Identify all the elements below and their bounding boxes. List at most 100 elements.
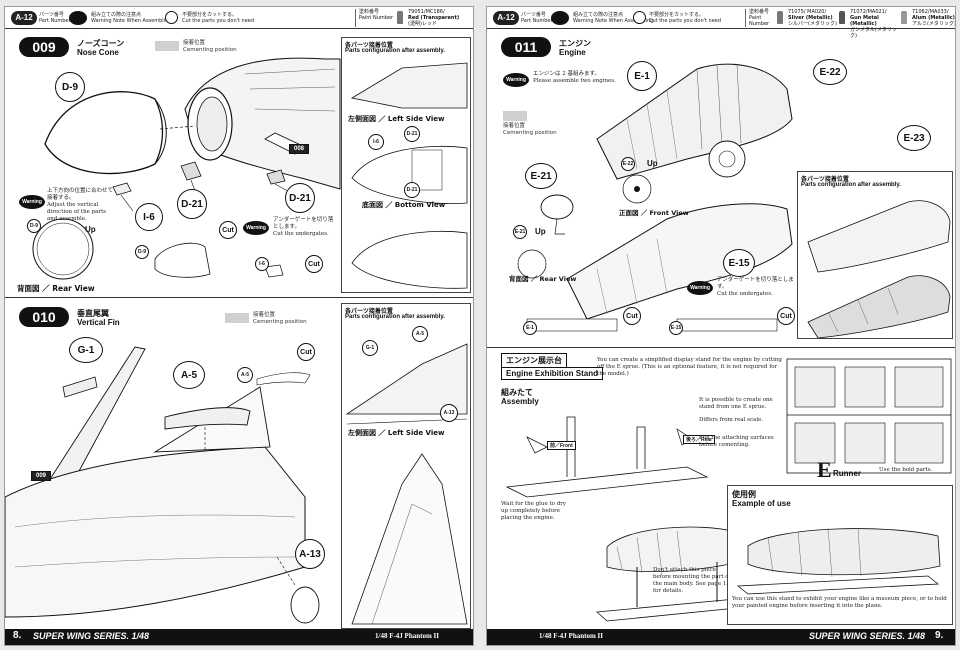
footer-right: 1/48 F-4J Phantom II SUPER WING SERIES. … [487,629,955,645]
callout-e21-small: E-21 [513,225,527,239]
paint-bottle-icon-1 [777,11,783,24]
dry-note: Wait for the glue to dry up completely b… [501,501,567,521]
paint-bottle-icon [397,11,403,24]
assembly-en: Assembly [501,397,539,406]
engine-diagram [517,63,793,332]
callout-e22-small: E-22 [621,157,635,171]
paint3-name-en: Alum (Metallic) [912,15,955,21]
callout-rear-d9: D-9 [27,219,41,233]
inset-callout-a13: A-13 [440,404,458,422]
cut-badge-2: Cut [305,255,323,273]
inset-left-view: 左側面図 ／ Left Side View [348,115,445,123]
paint3-name-jp: アルミ(メタリック) [912,21,956,27]
runner-word: Runner [833,469,861,478]
cut-badge-011a: Cut [623,307,641,325]
section-divider-right [487,347,955,348]
section-divider [5,297,473,298]
inset-011-diagram [807,200,951,338]
series-title: SUPER WING SERIES. 1/48 [33,631,150,641]
inset-009-diagram [350,62,468,289]
inset-callout-a5: A-5 [412,326,428,342]
page-number-right: 9. [935,630,944,641]
series-title-right: SUPER WING SERIES. 1/48 [809,631,926,641]
fuselage-tag-008: 008 [289,144,310,154]
paint2-name-jp: ガンメタル(メタリック) [850,27,897,39]
inset-callout-i6: I-6 [368,134,384,150]
inset-009: 各パーツ接着位置 Parts configuration after assem… [341,37,471,293]
page-number-left: 8. [13,630,22,641]
rear-tag: 後ろ／Rear [683,435,716,444]
warning1-jp: 上下方向の位置に合わせて接着する。 [47,188,114,201]
warning-en: Warning Note When Assembling [91,18,172,24]
example-of-use: 使用例 Example of use You can use this stan… [727,485,953,625]
config-jp-011: 各パーツ接着位置 [801,176,849,183]
paint-code: 79051/MC186/ [408,9,445,15]
vertical-fin-diagram [5,346,320,624]
cementing-jp: 接着位置 [183,40,206,46]
front-view-label: 正面図 ／ Front View [619,209,689,217]
model-name: 1/48 F-4J Phantom II [375,632,439,640]
nose-cone-diagram [32,57,341,280]
assembly-jp: 組みたて [501,388,533,397]
paint2-code: 71072/MA021/ [850,9,887,15]
example-jp: 使用例 [732,490,756,499]
warning-badge-011b: Warning [687,281,713,295]
warning2-en: Cut the undergates. [273,231,329,237]
step-title-jp: ノーズコーン [77,39,125,48]
warning-badge: Warning [19,195,45,209]
cementing-en-011: Cementing position [503,130,557,136]
part-number-jp-r: パーツ番号 [521,12,546,18]
cut-icon [165,11,178,24]
inset-010-diagram [345,343,468,625]
callout-d21-b: D-21 [285,183,315,213]
paint2-name-en: Gun Metal (Metallic) [850,15,879,27]
callout-e1-small: E-1 [523,321,537,335]
example-description: You can use this stand to exhibit your e… [732,596,947,609]
callout-e22: E-22 [813,59,847,85]
config-jp: 各パーツ接着位置 [345,42,393,49]
config-jp-010: 各パーツ接着位置 [345,308,393,315]
up-label-rear: Up [535,227,546,236]
callout-a13: A-13 [295,539,325,569]
step010-title-en: Vertical Fin [77,318,120,327]
file-note: File the attaching surfaces before cemen… [699,435,774,448]
engine-warning2-jp: アンダーゲートを切り落とします。 [717,277,794,290]
inset-callout-d21: D-21 [404,126,420,142]
cut-badge-011b: Cut [777,307,795,325]
paint1-name-en: Sliver (Metallic) [788,15,833,21]
stand-title-jp: エンジン展示台 [501,353,567,368]
warning-badge-011: Warning [503,73,529,87]
cementing-jp-010: 接着位置 [253,312,276,318]
callout-e21: E-21 [525,163,557,189]
paint-name-en: Red (Transparent) [408,15,460,21]
warning-icon [69,11,87,25]
step011-title-jp: エンジン [559,39,591,48]
part-number-en-r: Part Number [521,18,553,24]
cementing-en: Cementing position [183,47,237,53]
paint-number-en-r: Paint Number [749,15,770,27]
engine-warning1-jp: エンジンは 2 基組みます。 [533,71,600,77]
warning-jp: 組み立ての際の注意点 [91,12,142,18]
callout-a5: A-5 [173,361,205,389]
example-en: Example of use [732,499,791,508]
footer-left: 8. SUPER WING SERIES. 1/48 1/48 F-4J Pha… [5,629,473,645]
config-en-010: Parts configuration after assembly. [345,314,445,320]
callout-e23: E-23 [897,125,931,151]
warning1-en: Adjust the vertical direction of the par… [47,202,107,222]
cementing-jp-011: 接着位置 [503,123,526,129]
up-label: Up [85,225,96,234]
warning-en-r: Warning Note When Assembling [573,18,654,24]
inset-010: 各パーツ接着位置 Parts configuration after assem… [341,303,471,629]
warning-icon-right [551,11,569,25]
cut-jp: 不要部分をカットする。 [182,12,238,18]
engine-warning1-en: Please assemble two engines. [533,78,616,84]
step011-title-en: Engine [559,48,586,57]
cement-swatch-010 [225,313,249,323]
model-name-right: 1/48 F-4J Phantom II [539,632,603,640]
scale-note: Differs from real scale. [699,417,764,423]
callout-d9: D-9 [55,72,85,102]
engine-warning2-en: Cut the undergates. [717,291,773,297]
